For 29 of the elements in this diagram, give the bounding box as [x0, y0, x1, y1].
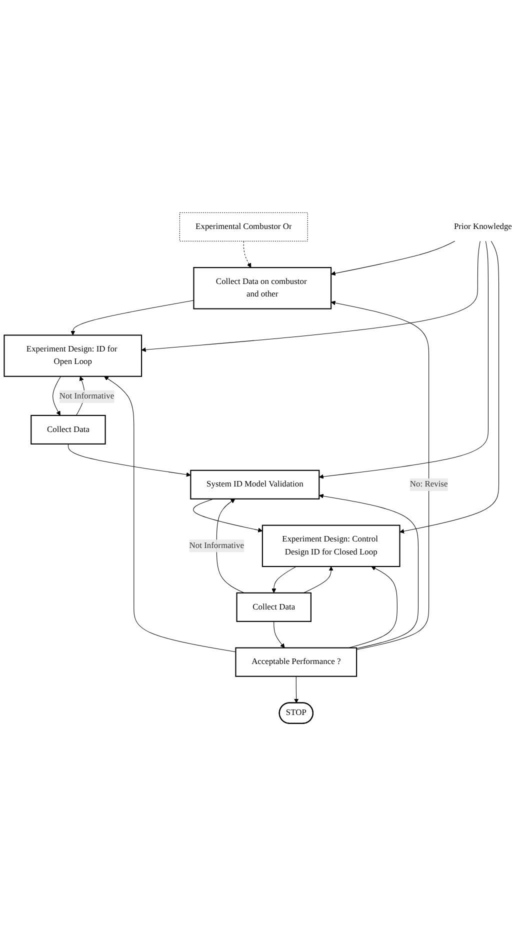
edge-label: Not Informative [59, 392, 114, 401]
node-box: Acceptable Performance ? [235, 647, 358, 677]
arrow [330, 240, 456, 276]
arrow [330, 300, 430, 650]
arrow [52, 376, 62, 416]
node-box: Collect Data [30, 414, 106, 444]
arrow [272, 566, 296, 594]
arrow [216, 498, 244, 594]
arrow [68, 444, 191, 477]
node-box: Experiment Design: Control Design ID for Closed Loop [262, 524, 400, 568]
node-box: Collect Data [236, 592, 312, 622]
edge-label: No: Revise [410, 480, 448, 489]
arrow [104, 376, 236, 652]
arrow [400, 240, 500, 534]
arrow [243, 240, 252, 268]
node-text: Prior Knowledge [454, 222, 512, 232]
arrow [318, 240, 488, 479]
node-box: Collect Data on combustor and other [193, 267, 332, 310]
arrow [318, 494, 419, 649]
arrow [193, 498, 263, 532]
node-box: Experimental Combustor Or [179, 212, 308, 242]
node-box: Experiment Design: ID for Open Loop [4, 334, 142, 377]
arrow [294, 676, 299, 704]
arrow [70, 300, 194, 336]
node-box: System ID Model Validation [190, 470, 320, 500]
arrow [141, 240, 480, 352]
arrow [303, 566, 334, 594]
edge-label: Not Informative [189, 541, 244, 550]
arrow [274, 621, 285, 648]
